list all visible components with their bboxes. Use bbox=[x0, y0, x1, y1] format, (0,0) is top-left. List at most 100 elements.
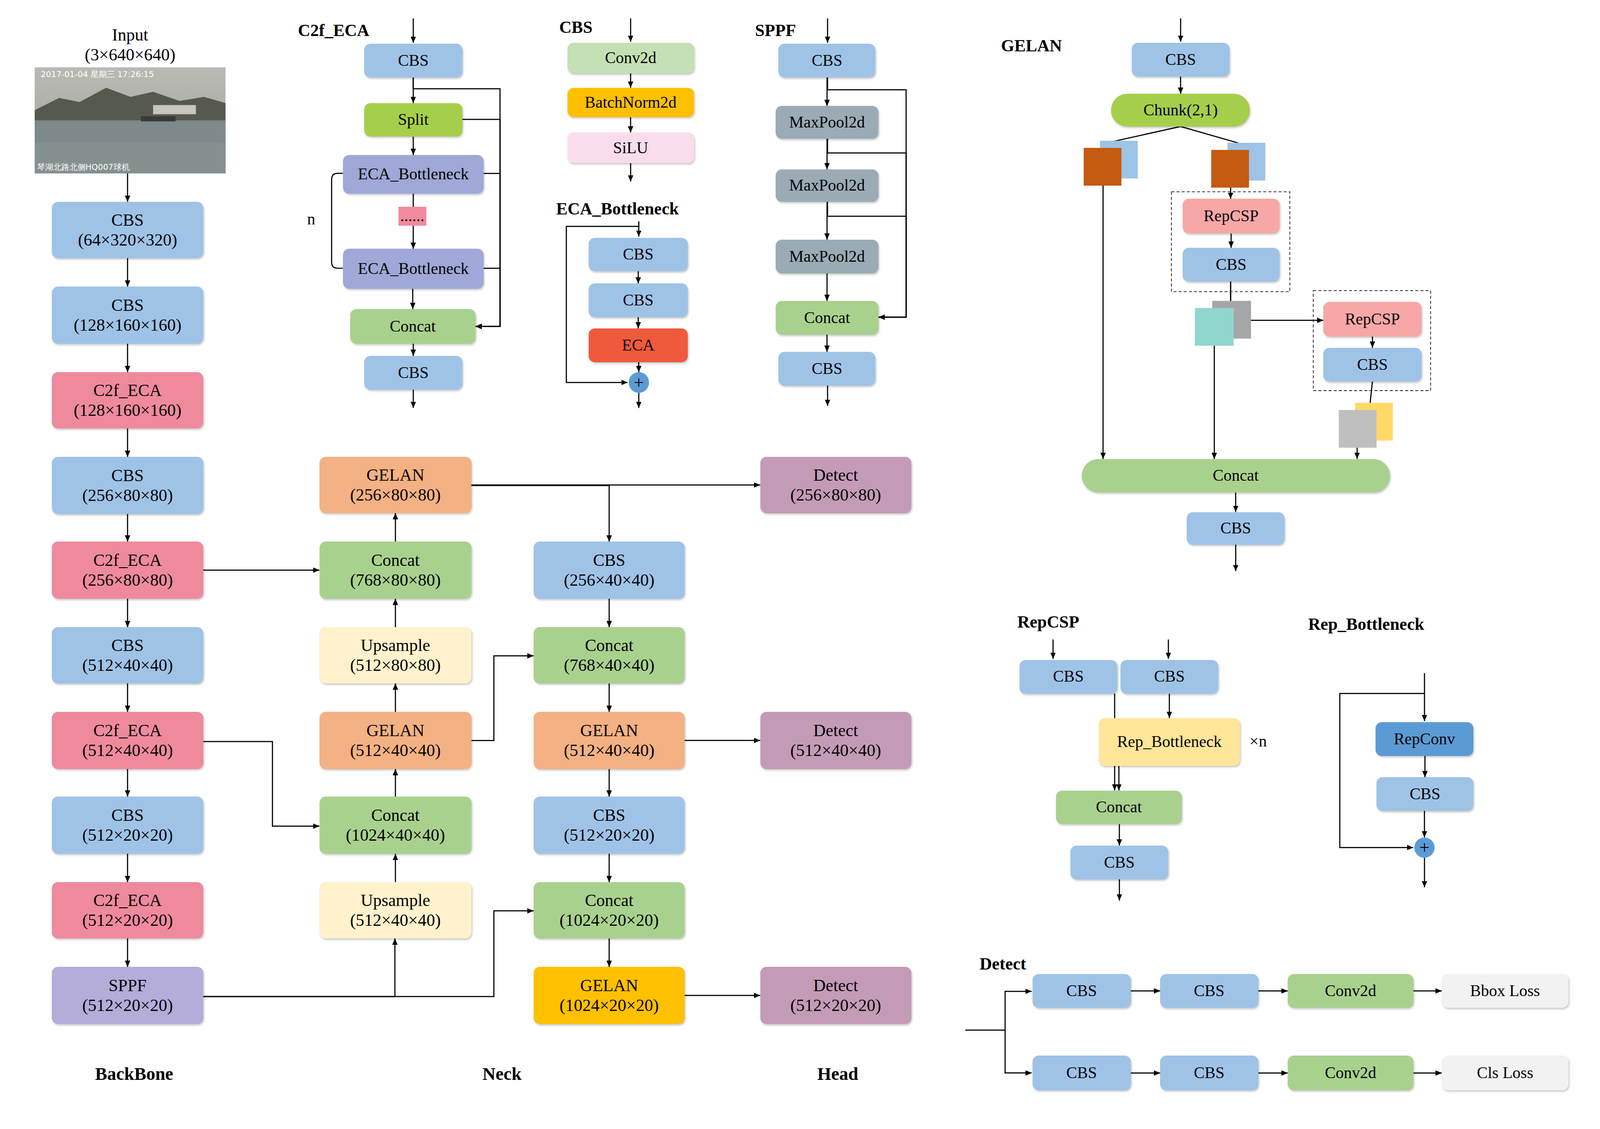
layer-label: CBS bbox=[1066, 1064, 1098, 1083]
layer-label: CBS (256×80×80) bbox=[82, 466, 173, 506]
flow-arrow bbox=[462, 119, 501, 327]
flow-arrow bbox=[471, 485, 610, 543]
layer-label: Bbox Loss bbox=[1470, 982, 1541, 1001]
layer-box: Concat (1024×20×20) bbox=[533, 882, 685, 939]
flow-arrow bbox=[1234, 493, 1237, 513]
layer-box: Split bbox=[364, 103, 462, 138]
module-panel: Rep_BottleneckRepConvCBS+ bbox=[1298, 598, 1537, 907]
input-wire bbox=[827, 18, 828, 43]
layer-box: RepCSP bbox=[1323, 301, 1422, 337]
flow-arrow bbox=[608, 854, 610, 883]
flow-arrow bbox=[127, 854, 129, 883]
layer-label: SiLU bbox=[612, 138, 649, 158]
module-panel: CBSConv2dBatchNorm2dSiLU bbox=[548, 15, 710, 185]
input-wire bbox=[638, 221, 640, 237]
layer-label: + bbox=[633, 373, 645, 392]
stage-panel: HeadDetect (256×80×80)Detect (512×40×40)… bbox=[740, 433, 935, 1115]
output-wire bbox=[630, 163, 631, 182]
output-wire bbox=[1234, 544, 1236, 572]
flow-arrow bbox=[1258, 990, 1289, 992]
flow-arrow bbox=[630, 117, 632, 133]
layer-box: CBS bbox=[1160, 1056, 1258, 1091]
layer-box: CBS bbox=[1160, 974, 1258, 1009]
layer-box: CBS bbox=[1032, 1056, 1131, 1091]
feature-map bbox=[1083, 147, 1122, 186]
layer-box: CBS bbox=[1120, 660, 1219, 695]
layer-box: Upsample (512×80×80) bbox=[319, 627, 472, 684]
panel-title: RepCSP bbox=[1017, 612, 1079, 633]
layer-box: Conv2d bbox=[1287, 1056, 1413, 1091]
module-panel: SPPFCBSMaxPool2dMaxPool2dMaxPool2dConcat… bbox=[748, 15, 926, 411]
layer-label: Concat bbox=[389, 317, 436, 336]
flow-arrow bbox=[127, 598, 129, 628]
flow-arrow bbox=[412, 343, 415, 357]
layer-label: MaxPool2d bbox=[789, 176, 865, 195]
layer-label: RepCSP bbox=[1344, 310, 1400, 329]
panel-title: CBS bbox=[559, 17, 593, 38]
layer-box: Concat (768×40×40) bbox=[533, 627, 685, 684]
input-wire bbox=[412, 18, 414, 43]
flow-arrow bbox=[394, 598, 397, 628]
layer-box: Concat bbox=[775, 301, 879, 335]
flow-arrow bbox=[127, 343, 129, 373]
layer-box: MaxPool2d bbox=[775, 169, 879, 202]
layer-box: CBS bbox=[1032, 974, 1131, 1009]
flow-arrow bbox=[684, 995, 761, 997]
layer-label: CBS bbox=[1052, 667, 1084, 686]
layer-label: CBS bbox=[1357, 355, 1388, 375]
panel-title: Rep_Bottleneck bbox=[1307, 614, 1425, 635]
photo-water-near bbox=[34, 142, 226, 174]
annotation: ...... bbox=[398, 206, 427, 226]
layer-label: CBS bbox=[1153, 667, 1185, 686]
layer-box: CBS bbox=[1019, 660, 1118, 695]
flow-arrow bbox=[1413, 990, 1442, 992]
add-node: + bbox=[1414, 837, 1435, 859]
layer-box: C2f_ECA (512×40×40) bbox=[51, 712, 203, 770]
flow-arrow bbox=[127, 938, 129, 968]
module-panel: DetectCBSCBSConv2dBbox LossCBSCBSConv2dC… bbox=[950, 936, 1588, 1115]
layer-label: + bbox=[1419, 838, 1430, 857]
flow-arrow bbox=[1118, 766, 1120, 791]
input-wire bbox=[1167, 639, 1169, 659]
layer-label: CBS bbox=[811, 359, 843, 379]
layer-label: BatchNorm2d bbox=[584, 93, 677, 112]
layer-label: Upsample (512×80×80) bbox=[350, 635, 441, 676]
layer-box: Detect (512×20×20) bbox=[760, 967, 912, 1025]
layer-label: CBS bbox=[1409, 785, 1441, 804]
feature-map bbox=[1211, 150, 1249, 188]
layer-box: CBS (512×40×40) bbox=[51, 627, 203, 684]
flow-arrow bbox=[1168, 694, 1171, 719]
layer-box: CBS bbox=[778, 43, 876, 78]
repeat-bracket bbox=[331, 173, 343, 269]
output-wire bbox=[1118, 879, 1120, 901]
layer-box: CBS (512×20×20) bbox=[533, 796, 685, 855]
stage-panel: Neck GELAN (256×80×80) Concat (768×80×80) U… bbox=[286, 433, 718, 1115]
layer-box: CBS bbox=[1182, 247, 1280, 282]
layer-box: Chunk(2,1) bbox=[1110, 93, 1250, 127]
layer-box: Concat (768×80×80) bbox=[319, 541, 472, 599]
output-wire bbox=[638, 393, 640, 409]
layer-box: MaxPool2d bbox=[775, 239, 879, 274]
layer-label: CBS bbox=[397, 363, 429, 383]
panel-title: Neck bbox=[286, 1064, 718, 1085]
stage-panel: BackBoneCBS (64×320×320)CBS (128×160×160… bbox=[14, 193, 255, 1115]
layer-label: Upsample (512×40×40) bbox=[350, 891, 441, 931]
layer-label: SPPF (512×20×20) bbox=[82, 976, 173, 1016]
input-wire bbox=[1052, 639, 1054, 659]
flow-arrow bbox=[684, 740, 761, 742]
layer-box: CBS (64×320×320) bbox=[51, 201, 203, 259]
layer-label: GELAN (256×80×80) bbox=[350, 465, 441, 505]
photo-boat bbox=[140, 116, 176, 122]
layer-label: CBS (512×20×20) bbox=[563, 805, 655, 846]
layer-box: CBS bbox=[1323, 347, 1422, 382]
flow-arrow bbox=[1424, 756, 1426, 778]
annotation: n bbox=[307, 210, 316, 229]
panel-title: SPPF bbox=[754, 20, 796, 41]
layer-label: ECA_Bottleneck bbox=[357, 164, 469, 184]
flow-arrow bbox=[394, 513, 397, 542]
layer-box: CBS bbox=[364, 43, 462, 78]
annotation: 2017-01-04 星期三 17:26:15 bbox=[41, 69, 155, 80]
layer-label: Conv2d bbox=[1324, 982, 1376, 1001]
input-title: Input (3×640×640) bbox=[84, 25, 176, 65]
flow-arrow bbox=[637, 317, 640, 329]
